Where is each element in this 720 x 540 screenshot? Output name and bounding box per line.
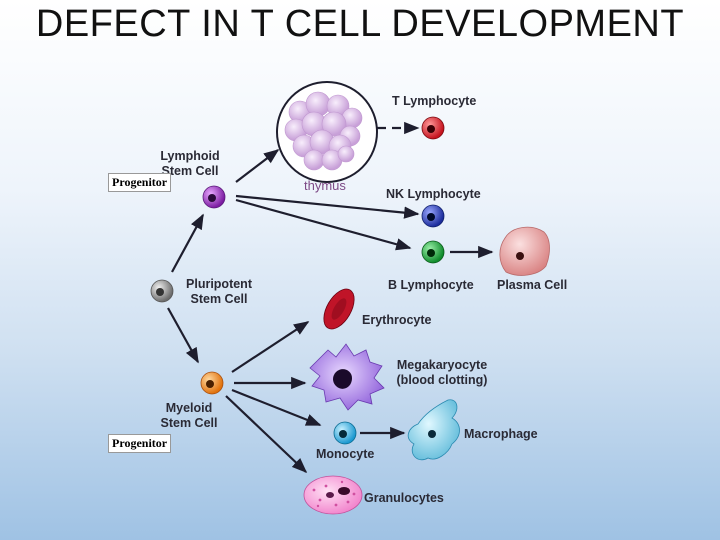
thymus-organ bbox=[276, 81, 378, 183]
arrow-myeloid-to-erythrocyte bbox=[231, 321, 310, 373]
megakaryocyte-cell bbox=[309, 343, 385, 411]
erythrocyte-label: Erythrocyte bbox=[362, 313, 432, 327]
t-lymphocyte-cell bbox=[421, 116, 445, 140]
t-lymphocyte-label: T Lymphocyte bbox=[392, 94, 477, 108]
granulocyte-cell bbox=[303, 475, 363, 515]
monocyte-cell bbox=[333, 421, 357, 445]
nk-lymphocyte-label: NK Lymphocyte bbox=[386, 187, 481, 201]
megakaryocyte-label: Megakaryocyte (blood clotting) bbox=[396, 358, 488, 387]
arrow-myeloid-to-granulocytes bbox=[225, 395, 308, 474]
arrow-pluripotent-to-myeloid bbox=[167, 307, 199, 364]
erythrocyte-cell bbox=[323, 288, 355, 330]
monocyte-label: Monocyte bbox=[316, 447, 375, 461]
arrows bbox=[167, 121, 494, 474]
myeloid-stem-cell-label: Myeloid Stem Cell bbox=[160, 401, 218, 430]
progenitor-annotation-bottom: Progenitor bbox=[108, 434, 172, 453]
granulocytes-label: Granulocytes bbox=[364, 491, 444, 505]
arrow-lymphoid-to-thymus bbox=[235, 149, 280, 183]
pluripotent-stem-cell bbox=[150, 279, 174, 303]
thymus-label: thymus bbox=[304, 178, 346, 193]
nk-lymphocyte-cell bbox=[421, 204, 445, 228]
progenitor-annotation-top: Progenitor bbox=[108, 173, 172, 192]
pluripotent-stem-cell-label: Pluripotent Stem Cell bbox=[186, 277, 252, 306]
macrophage-cell bbox=[407, 399, 460, 461]
arrow-lymphoid-to-b bbox=[235, 198, 412, 251]
macrophage-label: Macrophage bbox=[464, 427, 538, 441]
arrow-lymphoid-to-nk bbox=[235, 194, 420, 219]
lymphoid-stem-cell bbox=[202, 185, 226, 209]
plasma-cell-label: Plasma Cell bbox=[497, 278, 568, 292]
myeloid-stem-cell bbox=[200, 371, 224, 395]
lymphoid-stem-cell-label: Lymphoid Stem Cell bbox=[160, 149, 220, 178]
plasma-cell bbox=[499, 226, 550, 276]
arrow-myeloid-to-monocyte bbox=[231, 388, 322, 427]
b-lymphocyte-label: B Lymphocyte bbox=[388, 278, 474, 292]
b-lymphocyte-cell bbox=[421, 240, 445, 264]
slide-title: DEFECT IN T CELL DEVELOPMENT bbox=[35, 3, 685, 45]
arrow-pluripotent-to-lymphoid bbox=[171, 213, 204, 273]
